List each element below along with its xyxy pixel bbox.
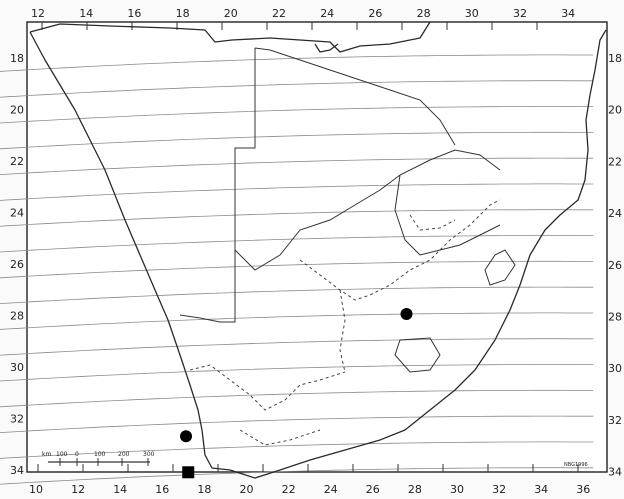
longitude-label: 16 xyxy=(127,7,141,20)
longitude-label: 20 xyxy=(240,483,254,496)
longitude-label: 26 xyxy=(366,483,380,496)
longitude-label: 16 xyxy=(155,483,169,496)
latitude-label: 30 xyxy=(10,361,24,374)
longitude-label: 22 xyxy=(272,7,286,20)
latitude-line xyxy=(0,235,594,253)
specimen-markers xyxy=(180,308,413,479)
longitude-label: 12 xyxy=(71,483,85,496)
longitude-label: 28 xyxy=(408,483,422,496)
scale-label: 200 xyxy=(118,451,130,458)
latitude-label: 28 xyxy=(10,310,24,323)
latitude-label: 30 xyxy=(608,362,622,375)
coordinate-labels: 12 14 16 18 20 22 24 26 28 30 32 34 10 12 14 16 18 20 22 24… xyxy=(10,7,622,496)
latitude-line xyxy=(0,364,594,382)
longitude-label: 10 xyxy=(29,483,43,496)
longitude-label: 32 xyxy=(492,483,506,496)
latitude-label: 24 xyxy=(608,207,622,220)
square-marker xyxy=(182,466,195,479)
longitude-label: 24 xyxy=(324,483,338,496)
longitude-label: 22 xyxy=(282,483,296,496)
latitude-line xyxy=(0,131,594,150)
latitude-line xyxy=(0,183,594,201)
latitude-line xyxy=(0,80,594,98)
latitude-label: 24 xyxy=(10,207,24,220)
coastline xyxy=(29,21,607,479)
circle-marker xyxy=(180,430,192,443)
latitude-label: 20 xyxy=(10,104,24,117)
latitude-line xyxy=(0,260,594,279)
latitude-line xyxy=(0,157,594,176)
scale-label: 0 xyxy=(75,451,79,458)
scale-bar: km 100 0 100 200 300 xyxy=(42,451,155,466)
latitude-label: 32 xyxy=(10,413,24,426)
longitude-label: 30 xyxy=(465,7,479,20)
scale-label: 100 xyxy=(94,451,106,458)
latitude-line xyxy=(0,338,594,356)
longitude-label: 36 xyxy=(576,483,590,496)
longitude-label: 26 xyxy=(368,7,382,20)
latitude-line xyxy=(0,286,594,305)
longitude-label: 30 xyxy=(450,483,464,496)
map-border xyxy=(26,21,608,473)
latitude-line xyxy=(0,415,594,434)
latitude-label: 32 xyxy=(608,414,622,427)
longitude-label: 24 xyxy=(320,7,334,20)
circle-marker xyxy=(400,308,413,321)
graticule xyxy=(0,22,594,485)
latitude-label: 34 xyxy=(10,464,24,477)
latitude-line xyxy=(0,467,594,485)
latitude-label: 26 xyxy=(608,259,622,272)
latitude-line xyxy=(0,312,594,330)
scale-label: 300 xyxy=(143,451,155,458)
longitude-label: 32 xyxy=(513,7,527,20)
latitude-line xyxy=(0,389,594,408)
latitude-label: 22 xyxy=(608,155,622,168)
latitude-label: 34 xyxy=(608,466,622,479)
longitude-label: 12 xyxy=(31,7,45,20)
latitude-line xyxy=(0,209,594,227)
latitude-label: 20 xyxy=(608,104,622,117)
province-boundaries xyxy=(189,199,501,446)
corner-tag: NBG1996 xyxy=(564,462,588,468)
longitude-label: 18 xyxy=(197,483,211,496)
latitude-line xyxy=(0,106,594,124)
latitude-label: 18 xyxy=(10,52,24,65)
longitude-label: 14 xyxy=(113,483,127,496)
latitude-label: 18 xyxy=(608,52,622,65)
scale-label: 100 xyxy=(56,451,68,458)
latitude-line xyxy=(0,441,594,459)
longitude-label: 20 xyxy=(224,7,238,20)
scale-unit: km xyxy=(42,451,51,458)
longitude-label: 18 xyxy=(176,7,190,20)
longitude-label: 34 xyxy=(534,483,548,496)
country-borders xyxy=(179,47,516,373)
latitude-label: 28 xyxy=(608,311,622,324)
latitude-label: 26 xyxy=(10,258,24,271)
latitude-label: 22 xyxy=(10,155,24,168)
longitude-label: 14 xyxy=(79,7,93,20)
longitude-label: 28 xyxy=(417,7,431,20)
longitude-label: 34 xyxy=(561,7,575,20)
